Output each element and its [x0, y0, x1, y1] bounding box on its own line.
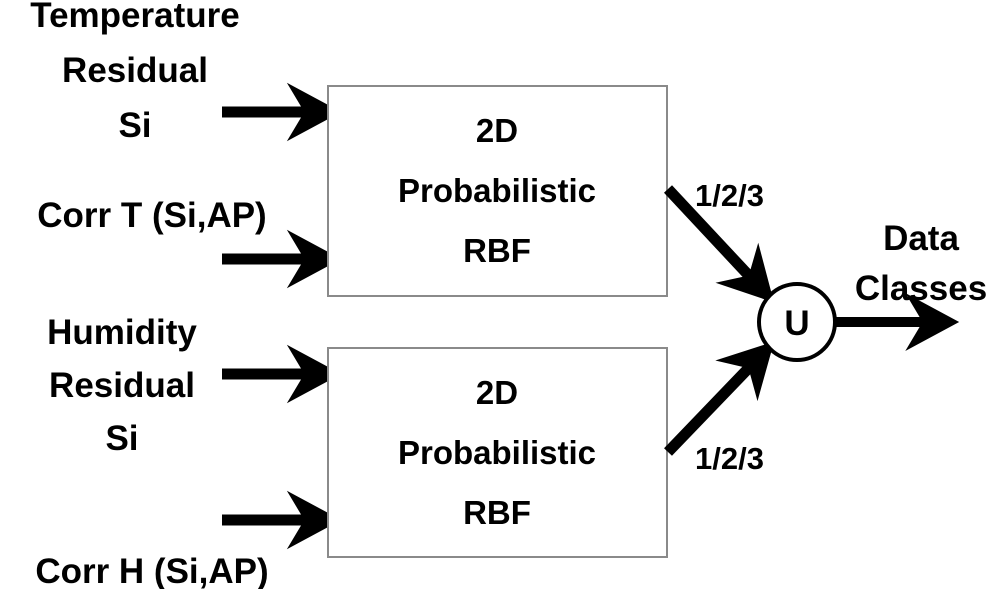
input-label-humidity-residual-si: Humidity Residual Si — [47, 313, 197, 458]
union-node-circle — [757, 282, 837, 362]
block-top-probabilistic-rbf[interactable]: 2D Probabilistic RBF — [327, 85, 668, 297]
union-node[interactable]: U — [757, 282, 837, 362]
output-label-line: Data — [883, 219, 959, 258]
block-top-label-line: Probabilistic — [398, 172, 596, 209]
input-label-corr-t-si-ap: Corr T (Si,AP) — [37, 196, 266, 235]
edge-top-to-union-arrow — [663, 185, 775, 303]
output-label-data-classes: Data Classes — [855, 219, 987, 308]
input-label-temperature-residual-si: Temperature Residual Si — [30, 0, 239, 145]
block-top-rect — [327, 85, 668, 297]
input-label-line: Humidity — [47, 313, 197, 352]
edge-top-to-union-label: 1/2/3 — [695, 178, 764, 213]
input-label-corr-h-si-ap: Corr H (Si,AP) — [35, 552, 268, 589]
input-label-line: Si — [118, 106, 151, 145]
edge-bottom-to-union-arrow — [664, 341, 775, 456]
block-top-label-line: RBF — [463, 232, 531, 269]
input-label-line: Corr H (Si,AP) — [35, 552, 268, 589]
output-label-line: Classes — [855, 269, 987, 308]
union-node-label: U — [784, 304, 809, 343]
block-top-label-line: 2D — [476, 112, 518, 149]
block-bottom-probabilistic-rbf[interactable]: 2D Probabilistic RBF — [327, 347, 668, 558]
edge-bottom-to-union-label: 1/2/3 — [695, 441, 764, 476]
block-bottom-rect — [327, 347, 668, 558]
input-label-line: Corr T (Si,AP) — [37, 196, 266, 235]
input-label-line: Residual — [62, 51, 208, 90]
block-bottom-label-line: 2D — [476, 374, 518, 411]
input-label-line: Residual — [49, 366, 195, 405]
input-label-line: Si — [105, 419, 138, 458]
input-label-line: Temperature — [30, 0, 239, 35]
block-bottom-label-line: RBF — [463, 494, 531, 531]
block-bottom-label-line: Probabilistic — [398, 434, 596, 471]
